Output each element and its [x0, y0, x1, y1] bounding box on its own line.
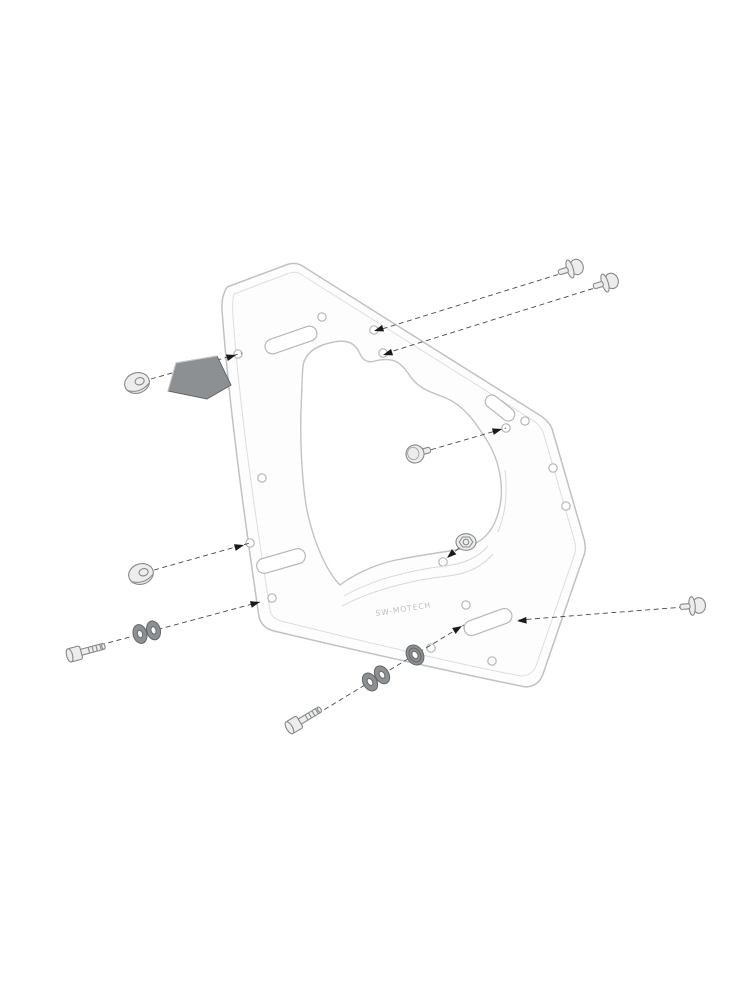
mounting-hole: [245, 538, 255, 548]
assembly-arrow: [447, 549, 457, 558]
assembly-arrow: [225, 354, 236, 361]
mounting-hole: [426, 643, 436, 653]
hardware: [64, 255, 707, 736]
mounting-hole: [561, 501, 571, 511]
plate-ridges: [341, 469, 507, 607]
flange-screw: [590, 269, 622, 297]
leader-line: [389, 285, 602, 353]
socket-head-bolt: [282, 702, 325, 736]
flange-screw: [555, 255, 587, 282]
leader-line: [518, 606, 685, 621]
flange-screw: [678, 595, 707, 617]
spacer-washer-pair: [358, 662, 394, 695]
mounting-hole: [487, 656, 497, 666]
mounting-slot: [484, 394, 516, 422]
plate-opening: [300, 340, 503, 586]
assembly-arrow: [491, 428, 502, 435]
assembly-arrow: [233, 544, 244, 551]
assembly-arrow: [249, 601, 260, 608]
mounting-hole: [438, 557, 448, 567]
plate-inner-contour: [232, 271, 576, 677]
leader-line: [99, 601, 261, 646]
mounting-hole: [257, 473, 267, 483]
mounting-hole: [520, 416, 530, 426]
mounting-hole: [317, 312, 327, 322]
assembly-arrow: [383, 348, 394, 356]
assembly-arrow: [374, 324, 385, 332]
rubber-pad: [121, 369, 153, 397]
mounting-slot: [463, 607, 513, 637]
mounting-hole: [548, 463, 558, 473]
leader-line: [381, 271, 567, 330]
leader-line: [316, 624, 465, 715]
assembly-arrow: [452, 626, 462, 634]
socket-head-bolt: [64, 638, 108, 664]
mounting-hole: [267, 593, 277, 603]
mounting-hole: [233, 349, 243, 359]
mounting-slot: [264, 325, 318, 355]
assembly-arrows: [225, 324, 527, 634]
mounting-hole: [461, 600, 471, 610]
adapter-plate: SW-MOTECH: [221, 262, 587, 688]
mounting-slot: [256, 548, 306, 574]
wedge-spacer: [167, 355, 232, 400]
spacer-washer-pair: [130, 618, 164, 646]
assembly-arrow: [517, 616, 527, 624]
button-head-screw: [405, 444, 432, 464]
leader-line: [422, 427, 507, 453]
flange-nut: [455, 533, 477, 551]
rubber-pad: [125, 560, 157, 588]
